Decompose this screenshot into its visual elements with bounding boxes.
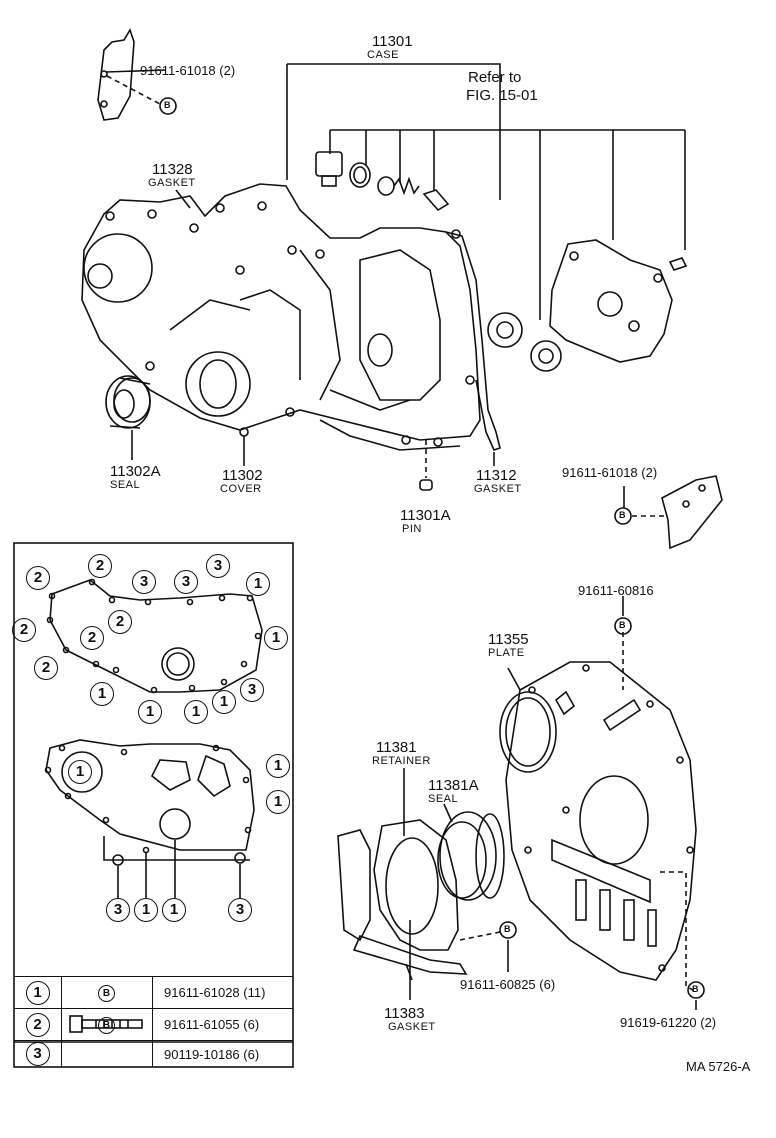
b-marker-60816-text: B xyxy=(619,620,626,630)
callout-key: 3 xyxy=(174,570,198,594)
callout-key: 2 xyxy=(108,610,132,634)
refer-to-label: Refer to xyxy=(468,69,522,86)
callout-key: 1 xyxy=(162,898,186,922)
legend-symbol: B xyxy=(98,984,115,1002)
gasket-11312-number: 11312 xyxy=(476,467,517,484)
gasket-11312 xyxy=(445,231,501,451)
case-leader xyxy=(286,63,686,320)
callout-key: 1 xyxy=(90,682,114,706)
legend-row-1: 1 B 91611-61028 (11) xyxy=(14,976,293,1009)
timing-cover-housing xyxy=(81,183,481,451)
b-marker-61220 xyxy=(687,981,705,999)
bolt-60825-number: 91611-60825 (6) xyxy=(460,977,556,992)
callout-key: 2 xyxy=(34,656,58,680)
screw-icon xyxy=(668,257,688,271)
seal-11381a-name: SEAL xyxy=(428,793,459,805)
figure-code: MA 5726-A xyxy=(686,1059,751,1074)
legend-symbol: B xyxy=(98,1016,115,1034)
b-marker-61220-text: B xyxy=(692,984,699,994)
callout-key: 2 xyxy=(12,618,36,642)
plate-name: PLATE xyxy=(488,647,525,659)
legend-row-3: 3 90119-10186 (6) xyxy=(14,1040,293,1067)
callout-key: 3 xyxy=(132,570,156,594)
pin-number: 11301A xyxy=(400,507,451,524)
callout-key: 2 xyxy=(26,566,50,590)
plate-number: 11355 xyxy=(488,631,529,648)
legend-part-number: 91611-61028 (11) xyxy=(164,985,266,1000)
gasket-11328-name: GASKET xyxy=(148,177,196,189)
gasket-11383-name: GASKET xyxy=(388,1021,436,1033)
gasket-schematic-top xyxy=(46,578,263,694)
end-plate-11355 xyxy=(499,661,697,981)
legend-key: 2 xyxy=(25,1013,50,1037)
legend-row-2: 2 B 91611-61055 (6) xyxy=(14,1008,293,1041)
callout-key: 1 xyxy=(68,760,92,784)
callout-key: 1 xyxy=(246,572,270,596)
bracket-top-left xyxy=(97,28,166,121)
callout-key: 1 xyxy=(266,790,290,814)
b-marker-60816 xyxy=(614,617,632,635)
cover-name: COVER xyxy=(220,483,262,495)
b-marker-right xyxy=(614,507,632,525)
b-marker-60825-text: B xyxy=(504,924,511,934)
legend-part-number: 91611-61055 (6) xyxy=(164,1017,260,1032)
bracket-right xyxy=(623,475,723,550)
b-marker-top xyxy=(159,97,177,115)
callout-key: 1 xyxy=(266,754,290,778)
legend-panel-frame xyxy=(13,542,294,1068)
dowel-pin xyxy=(419,440,433,491)
retainer-number: 11381 xyxy=(376,739,417,756)
b-marker-60825 xyxy=(499,921,517,939)
b-marker-top-text: B xyxy=(164,100,171,110)
case-part-number: 11301 xyxy=(372,33,413,50)
gasket-11312-name: GASKET xyxy=(474,483,522,495)
callout-key: 1 xyxy=(138,700,162,724)
oil-pump-cover xyxy=(549,239,673,363)
seal-11302a xyxy=(105,375,151,429)
legend-key: 3 xyxy=(25,1042,50,1066)
callout-key: 3 xyxy=(106,898,130,922)
legend-part-number: 90119-10186 (6) xyxy=(164,1047,260,1062)
crank-gears xyxy=(487,312,562,372)
gasket-11383-number: 11383 xyxy=(384,1005,425,1022)
seal-11302a-number: 11302A xyxy=(110,463,161,480)
callout-key: 2 xyxy=(80,626,104,650)
seal-11302a-name: SEAL xyxy=(110,479,141,491)
callout-key: 3 xyxy=(240,678,264,702)
cover-number: 11302 xyxy=(222,467,263,484)
bolt-61220-number: 91619-61220 (2) xyxy=(620,1015,717,1030)
plug-parts xyxy=(315,151,450,212)
leader-lines xyxy=(131,189,697,1010)
gasket-schematic-bottom xyxy=(44,739,255,898)
retainer-name: RETAINER xyxy=(372,755,431,767)
refer-figure-label: FIG. 15-01 xyxy=(466,87,538,104)
rear-oil-seal-retainer xyxy=(337,819,468,981)
callout-key: 1 xyxy=(184,700,208,724)
case-part-name: CASE xyxy=(367,49,399,61)
seal-11381a-number: 11381A xyxy=(428,777,479,794)
legend-key: 1 xyxy=(25,981,50,1005)
seal-11381a xyxy=(437,811,505,901)
callout-key: 2 xyxy=(88,554,112,578)
callout-key: 3 xyxy=(206,554,230,578)
callout-key: 1 xyxy=(212,690,236,714)
gasket-11328-number: 11328 xyxy=(152,161,193,178)
b-marker-right-text: B xyxy=(619,510,626,520)
pin-name: PIN xyxy=(402,523,422,535)
callout-key: 1 xyxy=(134,898,158,922)
bolt-top-part-number: 91611-61018 (2) xyxy=(140,63,236,78)
bolt-right-part-number: 91611-61018 (2) xyxy=(562,465,658,480)
callout-key: 1 xyxy=(264,626,288,650)
bolt-60816-number: 91611-60816 xyxy=(578,583,654,598)
callout-key: 3 xyxy=(228,898,252,922)
